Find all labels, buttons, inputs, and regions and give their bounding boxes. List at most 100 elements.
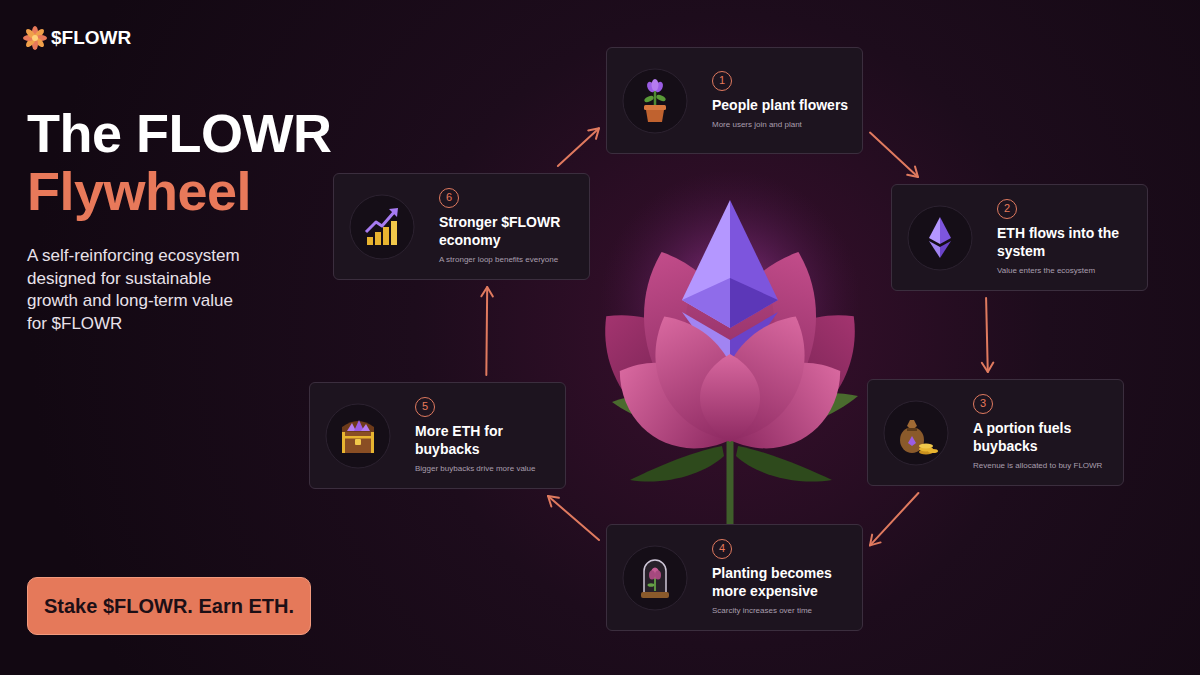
illustration-part [646, 110, 664, 122]
illustration-part [682, 200, 730, 328]
illustration-part [24, 27, 37, 40]
illustration-part [371, 432, 374, 453]
eth-icon [907, 205, 973, 271]
illustration-part [361, 424, 370, 431]
logo-text: $FLOWR [51, 27, 131, 49]
illustration-part [355, 439, 361, 445]
illustration-part [342, 432, 374, 453]
button-label: Stake $FLOWR. Earn ETH. [44, 595, 294, 618]
plant-icon [622, 68, 688, 134]
treasure-chest-icon [325, 403, 391, 469]
arrow-shaft [986, 298, 988, 372]
callout-number: 4 [712, 539, 732, 559]
illustration-part [698, 299, 827, 456]
cta-button: Stake $FLOWR. Earn ETH. [27, 577, 311, 635]
step-card: 2ETH flows into the systemValue enters t… [891, 184, 1148, 291]
step-heading: ETH flows into the system [997, 225, 1141, 260]
illustration-part [350, 195, 414, 259]
illustration-part [32, 35, 38, 41]
money-bag-icon [883, 400, 949, 466]
flow-arrow [481, 287, 492, 375]
illustration-part [730, 200, 778, 328]
flower-illustration [575, 170, 884, 525]
illustration-part [342, 432, 345, 453]
illustration-part [383, 227, 389, 245]
illustration-part [326, 404, 390, 468]
arrow-head [588, 128, 599, 139]
step-description: Bigger buybacks drive more value [415, 464, 559, 474]
step-card: 3 A portion fuels buybacksRevenue is allo… [867, 379, 1124, 486]
illustration-part [623, 546, 687, 610]
step-description: Scarcity increases over time [712, 606, 856, 616]
illustration-part [884, 401, 948, 465]
illustration-part [907, 428, 917, 431]
illustration-part [727, 440, 734, 525]
flow-arrow [870, 493, 918, 545]
illustration-part [928, 449, 938, 453]
growth-chart-icon [349, 194, 415, 260]
illustration-part [389, 208, 398, 217]
flow-arrow [870, 133, 918, 177]
bell-jar-icon [622, 545, 688, 611]
illustration-part [366, 211, 395, 232]
illustration-part [736, 446, 832, 482]
illustration-part [342, 436, 374, 439]
illustration-part [644, 560, 666, 593]
step-description: A stronger loop benefits everyone [439, 255, 583, 265]
illustration-part [342, 421, 374, 433]
illustration-part [630, 446, 724, 482]
illustration-part [655, 93, 666, 102]
arrow-shaft [548, 496, 599, 540]
illustration-part [623, 69, 687, 133]
step-description: Revenue is allocated to buy FLOWR [973, 461, 1117, 471]
illustration-part [375, 232, 381, 245]
step-heading: Planting becomes more expensive [712, 565, 856, 600]
step-heading: More ETH for buybacks [415, 423, 559, 458]
callout-number: 3 [973, 394, 993, 414]
illustration-part [907, 420, 917, 430]
illustration-part [391, 221, 397, 245]
arrow-head [548, 496, 559, 506]
step-description: More users join and plant [712, 120, 856, 130]
subtitle: A self-reinforcing ecosystem designed fo… [27, 245, 255, 335]
illustration-part [652, 79, 659, 91]
arrow-shaft [558, 128, 599, 166]
illustration-part [908, 436, 916, 446]
illustration-part [919, 443, 933, 448]
arrow-head [982, 362, 993, 372]
illustration-part [940, 217, 951, 244]
callout-number: 6 [439, 188, 459, 208]
illustration-part [632, 299, 761, 456]
callout-number: 5 [415, 397, 435, 417]
arrow-shaft [870, 133, 918, 177]
step-heading: People plant flowers [712, 97, 856, 115]
logo-flower [23, 26, 47, 50]
step-card: 4Planting becomes more expensiveScarcity… [606, 524, 863, 631]
illustration-part [929, 241, 940, 258]
step-card: 6Stronger $FLOWR economyA stronger loop … [333, 173, 590, 280]
illustration-part [641, 592, 669, 598]
illustration-part [643, 94, 654, 103]
illustration-part [367, 237, 373, 245]
illustration-part [644, 105, 666, 110]
step-card: 5More ETH for buybacksBigger buybacks dr… [309, 382, 566, 489]
callout-number: 2 [997, 199, 1017, 219]
flow-arrow [558, 128, 599, 166]
step-heading: A portion fuels buybacks [973, 420, 1117, 455]
callout-number: 1 [712, 71, 732, 91]
arrow-head [907, 166, 918, 177]
arrow-head [481, 287, 492, 296]
flow-arrow [548, 496, 599, 540]
illustration-part [654, 90, 657, 105]
arrow-shaft [485, 287, 488, 375]
arrow-head [870, 535, 881, 546]
illustration-part [908, 206, 972, 270]
illustration-part [929, 217, 940, 244]
step-description: Value enters the ecosystem [997, 266, 1141, 276]
step-card: 1People plant flowersMore users join and… [606, 47, 863, 154]
